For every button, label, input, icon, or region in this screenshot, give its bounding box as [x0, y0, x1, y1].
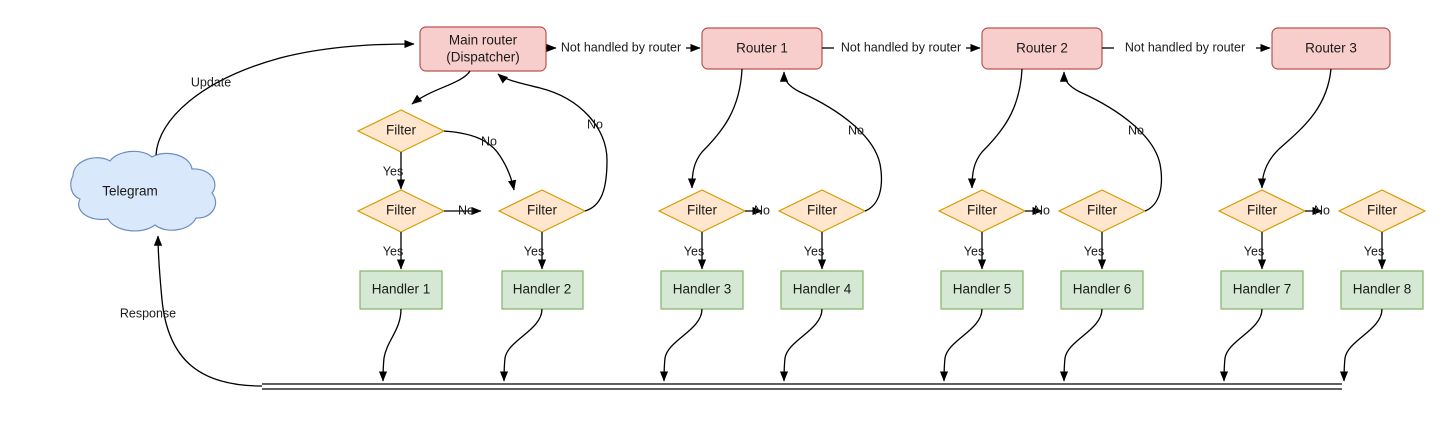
- edge-label-yes-f3: Yes: [684, 244, 704, 258]
- main-router-label-line2: (Dispatcher): [446, 50, 520, 65]
- edge-handler-7-to-bus: [1219, 308, 1263, 382]
- filter-4-label: Filter: [807, 203, 838, 218]
- handler-3-label: Handler 3: [673, 282, 732, 297]
- edge-label-no-main-pair: No: [458, 203, 474, 217]
- edge-label-yes-f7: Yes: [1244, 244, 1264, 258]
- edge-label-no-r2-pair: No: [1034, 203, 1050, 217]
- edge-label-no-r3-pair: No: [1314, 203, 1330, 217]
- handler-6-box[interactable]: [1060, 270, 1144, 310]
- filter-1-label: Filter: [386, 203, 417, 218]
- edge-label-not-handled-2: Not handled by router: [841, 40, 961, 54]
- edge-label-yes-f2: Yes: [524, 244, 544, 258]
- edge-label-not-handled-3: Not handled by router: [1125, 40, 1245, 54]
- filter-5-node[interactable]: Filter: [937, 189, 1027, 233]
- handler-1-label: Handler 1: [372, 282, 431, 297]
- edge-label-yes-f8: Yes: [1364, 244, 1384, 258]
- handler-3-node[interactable]: Handler 3: [660, 270, 744, 310]
- filter-8-label: Filter: [1367, 203, 1398, 218]
- handler-7-label: Handler 7: [1233, 282, 1292, 297]
- router-2-label: Router 2: [1016, 41, 1068, 56]
- handler-2-box[interactable]: [501, 270, 584, 310]
- filter-top-main-node[interactable]: Filter: [356, 109, 446, 153]
- edge-label-yes-top-main: Yes: [383, 164, 403, 178]
- edge-label-no-main-top: No: [481, 134, 497, 148]
- edge-r3-to-filter-7: [1257, 68, 1332, 189]
- edge-r2-to-filter-5: [967, 68, 1023, 189]
- edge-handler-8-to-bus: [1339, 308, 1383, 382]
- edge-filter-top-no: [443, 130, 517, 191]
- edge-handler-4-to-bus: [779, 308, 823, 382]
- handler-3-box[interactable]: [660, 270, 744, 310]
- cloud-shape: [70, 150, 217, 232]
- edge-handler-5-to-bus: [939, 308, 983, 382]
- edge-r1-to-filter-3: [687, 68, 743, 189]
- edge-handler-1-to-bus: [378, 308, 402, 382]
- filter-8-node[interactable]: Filter: [1337, 189, 1427, 233]
- edge-label-no-r1-back: No: [848, 123, 864, 137]
- handler-5-node[interactable]: Handler 5: [940, 270, 1024, 310]
- filter-3-label: Filter: [687, 203, 718, 218]
- filter-7-label: Filter: [1247, 203, 1278, 218]
- edge-label-no-main-back: No: [587, 117, 603, 131]
- telegram-label: Telegram: [102, 184, 158, 199]
- handler-2-label: Handler 2: [513, 282, 572, 297]
- main-router-box[interactable]: [419, 26, 547, 72]
- edge-handler-2-to-bus: [499, 308, 543, 382]
- main-router-node[interactable]: Main router (Dispatcher): [419, 26, 547, 72]
- edge-response: [153, 235, 263, 387]
- filter-2-node[interactable]: Filter: [497, 189, 587, 233]
- filter-4-node[interactable]: Filter: [777, 189, 867, 233]
- telegram-cloud: Telegram: [70, 150, 217, 232]
- handler-4-label: Handler 4: [793, 282, 852, 297]
- handler-8-label: Handler 8: [1353, 282, 1412, 297]
- router-3-node[interactable]: Router 3: [1271, 27, 1391, 70]
- filter-7-node[interactable]: Filter: [1217, 189, 1307, 233]
- edge-label-update: Update: [191, 75, 231, 89]
- edge-main-to-filter-top: [411, 70, 471, 105]
- edge-handler-6-to-bus: [1059, 308, 1103, 382]
- edge-label-yes-f1: Yes: [383, 244, 403, 258]
- filter-5-label: Filter: [967, 203, 998, 218]
- router-3-label: Router 3: [1305, 41, 1357, 56]
- handler-6-node[interactable]: Handler 6: [1060, 270, 1144, 310]
- handler-6-label: Handler 6: [1073, 282, 1132, 297]
- edge-label-response: Response: [120, 306, 176, 320]
- router-2-node[interactable]: Router 2: [981, 27, 1103, 70]
- edge-label-yes-f5: Yes: [964, 244, 984, 258]
- filter-2-label: Filter: [527, 203, 558, 218]
- handler-7-node[interactable]: Handler 7: [1220, 270, 1304, 310]
- handler-5-box[interactable]: [940, 270, 1024, 310]
- edge-filter-4-no-back: [779, 71, 883, 212]
- handler-1-node[interactable]: Handler 1: [359, 270, 443, 310]
- edge-label-yes-f6: Yes: [1084, 244, 1104, 258]
- edge-label-yes-f4: Yes: [804, 244, 824, 258]
- filter-6-node[interactable]: Filter: [1057, 189, 1147, 233]
- handler-4-node[interactable]: Handler 4: [780, 270, 864, 310]
- filter-6-label: Filter: [1087, 203, 1118, 218]
- handler-8-box[interactable]: [1340, 270, 1424, 310]
- filter-1-node[interactable]: Filter: [356, 189, 446, 233]
- edge-label-not-handled-1: Not handled by router: [561, 40, 681, 54]
- handler-8-node[interactable]: Handler 8: [1340, 270, 1424, 310]
- handler-2-node[interactable]: Handler 2: [501, 270, 584, 310]
- edge-filter-6-no-back: [1059, 71, 1163, 212]
- handler-5-label: Handler 5: [953, 282, 1012, 297]
- filter-top-main-label: Filter: [386, 123, 417, 138]
- handler-7-box[interactable]: [1220, 270, 1304, 310]
- main-router-label-line1: Main router: [449, 33, 518, 48]
- edge-handler-3-to-bus: [659, 308, 703, 382]
- edge-label-no-r1-pair: No: [754, 203, 770, 217]
- router-1-node[interactable]: Router 1: [701, 27, 823, 70]
- edge-label-no-r2-back: No: [1128, 123, 1144, 137]
- edge-filter-2-no-back: [497, 73, 608, 212]
- filter-3-node[interactable]: Filter: [657, 189, 747, 233]
- edge-update: [155, 39, 415, 156]
- router-1-label: Router 1: [736, 41, 788, 56]
